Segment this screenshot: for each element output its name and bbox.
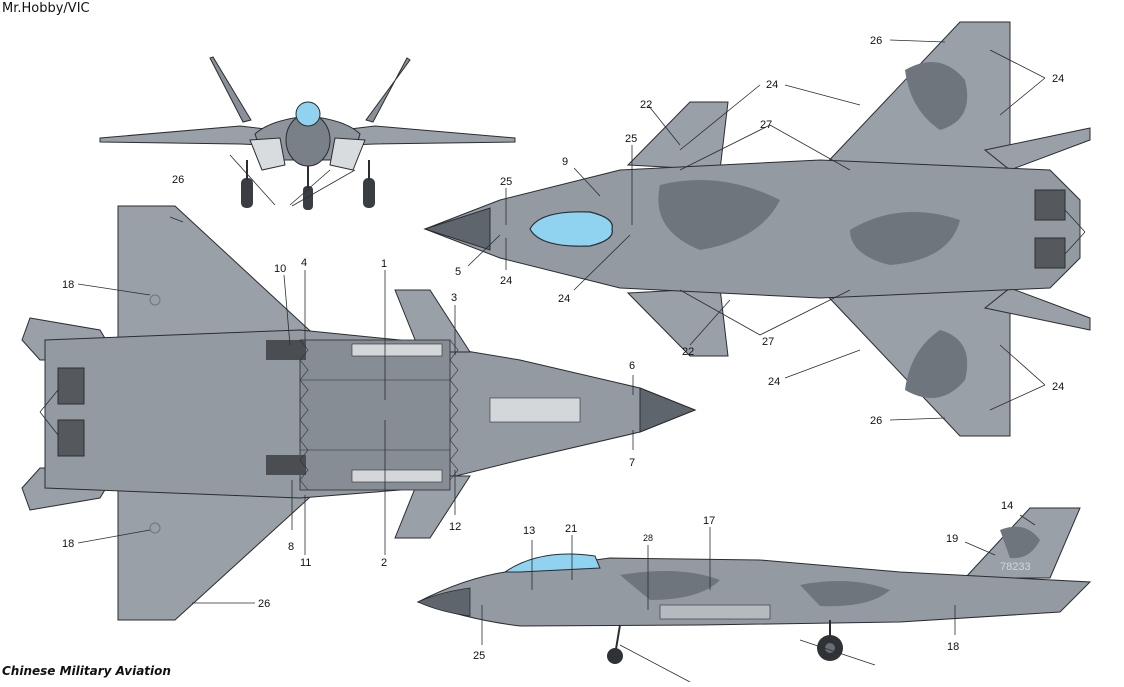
underside-view	[21, 205, 697, 621]
callout-2: 2	[381, 557, 387, 569]
callout-24: 24	[768, 376, 780, 388]
callout-24: 24	[558, 293, 570, 305]
callout-6: 6	[629, 360, 635, 372]
callout-24: 24	[1052, 381, 1064, 393]
credit-top: Mr.Hobby/VIC	[2, 1, 90, 16]
side-view: 78233	[416, 507, 1092, 683]
callout-11: 11	[300, 557, 311, 569]
callout-9: 9	[562, 156, 568, 168]
callout-10: 10	[274, 263, 286, 275]
callout-22: 22	[640, 99, 652, 111]
callout-13: 13	[523, 525, 535, 537]
callout-24: 24	[500, 275, 512, 287]
callout-26: 26	[870, 415, 882, 427]
callout-28: 28	[643, 533, 653, 543]
callout-5: 5	[455, 266, 461, 278]
callout-3: 3	[451, 292, 457, 304]
callout-labels: 26 18 18 26 10 4 1 3 8 11 2 12 6 7 26 24…	[62, 35, 1064, 662]
callout-24: 24	[1052, 73, 1064, 85]
callout-14: 14	[1001, 500, 1013, 512]
callout-25: 25	[473, 650, 485, 662]
callout-25: 25	[500, 176, 512, 188]
callout-4: 4	[301, 257, 307, 269]
callout-18: 18	[947, 641, 959, 653]
callout-27: 27	[762, 336, 774, 348]
callout-21: 21	[565, 523, 577, 535]
callout-27: 27	[760, 119, 772, 131]
callout-8: 8	[288, 541, 294, 553]
callout-26: 26	[172, 174, 184, 186]
tail-number: 78233	[1000, 561, 1031, 573]
callout-17: 17	[703, 515, 715, 527]
callout-1: 1	[381, 258, 387, 270]
callout-25: 25	[625, 133, 637, 145]
callout-22: 22	[682, 346, 694, 358]
front-view	[99, 56, 516, 210]
callout-26: 26	[258, 598, 270, 610]
callout-24: 24	[766, 79, 778, 91]
callout-18: 18	[62, 279, 74, 291]
callout-26: 26	[870, 35, 882, 47]
callout-12: 12	[449, 521, 461, 533]
credit-bottom: Chinese Military Aviation	[2, 664, 171, 678]
callout-18: 18	[62, 538, 74, 550]
upper-view	[423, 21, 1091, 437]
callout-7: 7	[629, 457, 635, 469]
callout-19: 19	[946, 533, 958, 545]
